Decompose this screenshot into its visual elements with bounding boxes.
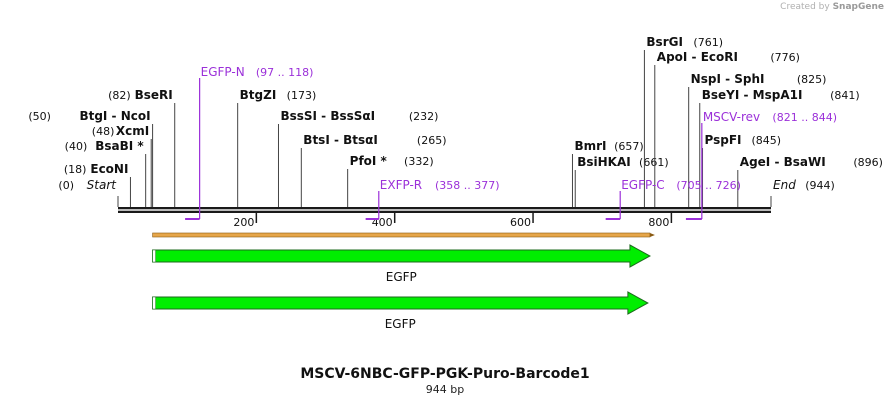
primer-bind-egfp-n: [185, 218, 200, 220]
site-position-xcmi: (48): [92, 125, 115, 138]
scale-tick-label: 600: [510, 216, 531, 229]
site-name-bsabi: BsaBI *: [95, 139, 144, 153]
orf-bar: [152, 232, 651, 238]
site-position-nspi: (825): [797, 73, 827, 86]
site-name-bsihkai: BsiHKAI: [577, 155, 631, 169]
sequence-title: MSCV-6NBC-GFP-PGK-Puro-Barcode1: [300, 366, 590, 382]
sequence-length: 944 bp: [425, 383, 465, 396]
site-name-end: End: [773, 178, 796, 192]
primer-name-egfp-c: EGFP-C: [621, 178, 664, 192]
site-name-start: Start: [87, 178, 118, 192]
scale-tick-label: 200: [233, 216, 254, 229]
site-position-end: (944): [805, 179, 835, 192]
primer-name-mscv-rev: MSCV-rev: [703, 110, 760, 124]
site-position-btgzi: (173): [287, 89, 317, 102]
site-name-bmri: BmrI: [574, 139, 606, 153]
site-name-bsssi: BssSI - BssSαI: [280, 109, 375, 123]
watermark-prefix: Created by: [780, 2, 830, 12]
site-position-start: (0): [58, 179, 74, 192]
site-name-econi: EcoNI: [90, 162, 128, 176]
feature-label-egfp-2: EGFP: [385, 317, 416, 331]
site-name-bseri: BseRI: [135, 88, 173, 102]
site-position-econi: (18): [64, 163, 87, 176]
feature-arrow-egfp-1: [152, 244, 651, 268]
site-name-btsi: BtsI - BtsαI: [303, 133, 378, 147]
site-name-bsrgi: BsrGI: [646, 35, 683, 49]
feature-start-cap-egfp-1: [152, 249, 156, 263]
site-name-nspi: NspI - SphI: [691, 72, 765, 86]
scale-tick-label: 400: [372, 216, 393, 229]
site-name-pfoi: PfoI *: [350, 154, 388, 168]
orf-arrow-tip: [649, 233, 655, 237]
primer-bind-mscv-rev: [685, 218, 702, 220]
site-position-bseri: (82): [108, 89, 131, 102]
site-position-bsssi: (232): [409, 110, 439, 123]
feature-start-cap-egfp-2: [152, 296, 156, 310]
feature-arrow-egfp-2: [152, 291, 649, 315]
site-position-bsabi: (40): [65, 140, 88, 153]
primer-name-egfp-n: EGFP-N: [201, 65, 245, 79]
scale-tick-label: 800: [648, 216, 669, 229]
site-position-bseyi: (841): [830, 89, 860, 102]
primer-range-egfp-n: (97 .. 118): [256, 66, 314, 79]
site-name-btgi: BtgI - NcoI: [79, 109, 150, 123]
primer-bind-exfp-r: [365, 218, 379, 220]
primer-range-mscv-rev: (821 .. 844): [772, 111, 837, 124]
primer-name-exfp-r: EXFP-R: [380, 178, 422, 192]
snapgene-logo: SnapGene: [832, 2, 884, 12]
feature-label-egfp-1: EGFP: [386, 270, 417, 284]
site-name-apoi: ApoI - EcoRI: [657, 50, 738, 64]
site-position-apoi: (776): [770, 51, 800, 64]
site-position-bmri: (657): [614, 140, 644, 153]
primer-range-exfp-r: (358 .. 377): [435, 179, 500, 192]
watermark: Created by SnapGene: [780, 2, 884, 12]
site-name-agei: AgeI - BsaWI: [740, 155, 826, 169]
site-name-pspfi: PspFI: [705, 133, 742, 147]
site-position-bsihkai: (661): [639, 156, 669, 169]
site-position-pspfi: (845): [752, 134, 782, 147]
site-name-bseyi: BseYI - MspA1I: [702, 88, 803, 102]
primer-range-egfp-c: (705 .. 726): [676, 179, 741, 192]
site-position-agei: (896): [853, 156, 883, 169]
site-position-btsi: (265): [417, 134, 447, 147]
site-position-btgi: (50): [28, 110, 51, 123]
site-name-xcmi: XcmI: [116, 124, 149, 138]
primer-bind-egfp-c: [605, 218, 621, 220]
site-position-pfoi: (332): [404, 155, 434, 168]
site-name-btgzi: BtgZI: [240, 88, 277, 102]
site-position-bsrgi: (761): [693, 36, 723, 49]
